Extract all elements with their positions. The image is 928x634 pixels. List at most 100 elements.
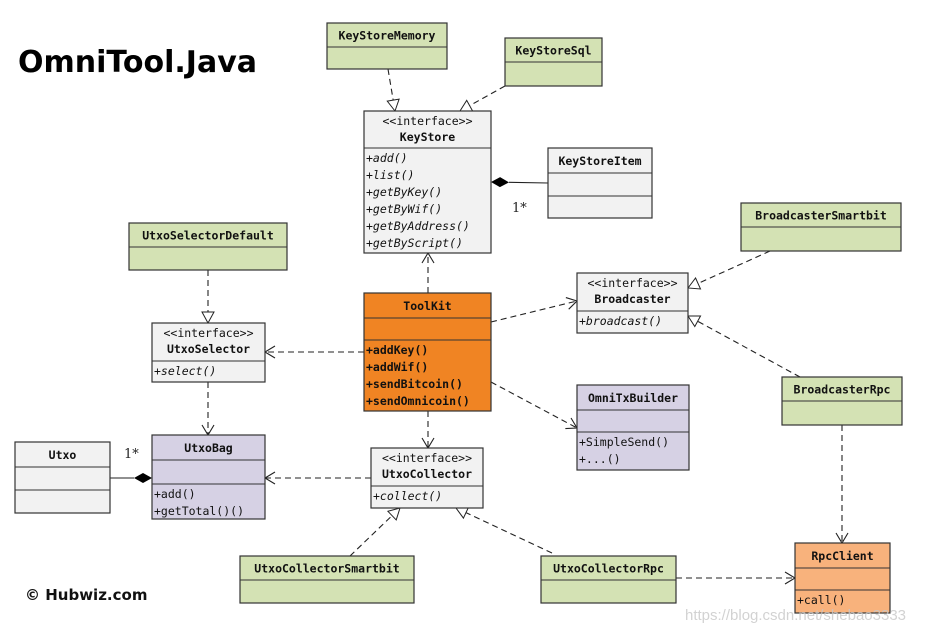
method: +getByKey() — [366, 185, 442, 199]
relation-line — [508, 181, 549, 184]
stereotype: <<interface>> — [382, 114, 472, 128]
class-omnitxbuilder[interactable]: OmniTxBuilder+SimpleSend()+...() — [576, 384, 690, 471]
relation-line — [465, 512, 553, 554]
relation-utxoselector-utxobag — [201, 382, 215, 437]
hollow-triangle-icon — [459, 99, 474, 112]
class-keystore[interactable]: <<interface>> KeyStore +add() +list() +getBy… — [363, 110, 492, 254]
class-box — [14, 441, 111, 514]
class-name: UtxoSelectorDefault — [142, 229, 274, 243]
method: +SimpleSend() — [579, 435, 669, 449]
class-utxocollectorsmartbit[interactable]: UtxoCollectorSmartbit — [239, 555, 415, 604]
method: +getByScript() — [366, 236, 463, 250]
class-broadcastersmartbit[interactable]: BroadcasterSmartbit — [740, 202, 902, 252]
class-name: Utxo — [49, 448, 77, 462]
class-utxoselectordefault[interactable]: UtxoSelectorDefault — [128, 222, 288, 271]
class-utxoselector[interactable]: <<interface>>UtxoSelector+select() — [151, 322, 266, 383]
relation-toolkit-keystore — [421, 251, 435, 293]
class-box — [363, 292, 492, 412]
hollow-triangle-icon — [201, 311, 215, 325]
diamond-icon — [491, 177, 509, 188]
class-keystoreitem[interactable]: KeyStoreItem — [547, 147, 653, 219]
relation-line — [387, 68, 394, 101]
method: +select() — [154, 364, 216, 378]
method: +add() — [154, 487, 196, 501]
class-box — [794, 542, 891, 614]
relation-line — [490, 381, 578, 429]
relation-utxocollectorrpc-utxocollector — [455, 506, 553, 554]
method: +getTotal()() — [154, 504, 244, 518]
method: +addKey() — [366, 343, 428, 357]
hollow-triangle-icon — [386, 98, 400, 113]
stereotype: <<interface>> — [163, 326, 253, 340]
multiplicity: 1* — [124, 447, 139, 462]
class-name: ToolKit — [403, 299, 452, 313]
relation-line — [697, 320, 801, 378]
class-name: Broadcaster — [594, 292, 670, 306]
relation-toolkit-utxoselector — [263, 345, 364, 359]
relation-line — [349, 515, 393, 557]
watermark: https://blog.csdn.net/shebao3333 — [685, 607, 906, 624]
class-name: UtxoBag — [184, 441, 233, 455]
class-name: UtxoCollectorSmartbit — [254, 562, 399, 576]
class-box — [151, 434, 266, 520]
method: +sendBitcoin() — [366, 377, 463, 391]
class-box — [151, 322, 266, 383]
class-keystoresql[interactable]: KeyStoreSql — [504, 37, 603, 87]
class-name: KeyStoreSql — [515, 44, 591, 58]
method: +addWif() — [366, 360, 428, 374]
class-broadcasterrpc[interactable]: BroadcasterRpc — [781, 376, 903, 426]
class-utxocollectorrpc[interactable]: UtxoCollectorRpc — [540, 555, 677, 604]
multiplicity: 1* — [512, 201, 527, 216]
relation-keystorememory-keystore — [386, 68, 400, 113]
class-name: UtxoCollector — [382, 467, 472, 481]
method: +sendOmnicoin() — [366, 394, 470, 408]
class-toolkit[interactable]: ToolKit +addKey() +addWif() +sendBitcoin() +… — [363, 292, 492, 412]
hollow-triangle-icon — [386, 507, 401, 521]
open-arrow-icon — [565, 297, 579, 310]
hollow-triangle-icon — [687, 315, 702, 328]
class-rpcclient[interactable]: RpcClient+call() — [794, 542, 891, 614]
relation-utxoselectordefault-utxoselector — [201, 270, 215, 325]
class-box — [547, 147, 653, 219]
class-box — [363, 110, 492, 254]
diamond-icon — [134, 473, 152, 483]
method: +add() — [366, 151, 408, 165]
class-utxocollector[interactable]: <<interface>> UtxoCollector +collect() — [370, 447, 484, 509]
relation-utxocollectorrpc-rpcclient — [676, 571, 797, 585]
class-box — [326, 22, 448, 70]
method: +collect() — [373, 489, 442, 503]
relation-broadcastersmartbit-broadcaster — [687, 250, 771, 290]
relation-toolkit-omnitxbuilder — [490, 381, 578, 430]
class-keystorememory[interactable]: KeyStoreMemory — [326, 22, 448, 70]
relation-keystoresql-keystore — [459, 85, 506, 112]
class-box — [576, 272, 689, 334]
class-name: KeyStore — [400, 130, 455, 144]
stereotype: <<interface>> — [382, 451, 472, 465]
hollow-triangle-icon — [687, 277, 702, 290]
relation-toolkit-broadcaster — [490, 297, 579, 323]
diagram-title: OmniTool.Java — [18, 45, 257, 80]
class-name: RpcClient — [811, 549, 873, 563]
class-name: BroadcasterRpc — [794, 383, 891, 397]
class-utxobag[interactable]: UtxoBag +add() +getTotal()() — [151, 434, 266, 520]
stereotype: <<interface>> — [587, 276, 677, 290]
relation-line — [469, 85, 506, 107]
relation-broadcasterrpc-rpcclient — [835, 425, 849, 545]
copyright: © Hubwiz.com — [25, 586, 147, 604]
relation-line — [490, 300, 578, 323]
relation-toolkit-utxocollector — [421, 411, 435, 450]
class-box — [576, 384, 690, 471]
method: +list() — [366, 168, 414, 182]
method: +broadcast() — [579, 314, 662, 328]
class-name: KeyStoreMemory — [339, 29, 436, 43]
relation-utxocollectorsmartbit-utxocollector — [349, 507, 401, 557]
method: +getByAddress() — [366, 219, 470, 233]
relation-keystoreitem-keystore: 1* — [491, 177, 549, 216]
class-broadcaster[interactable]: <<interface>> Broadcaster +broadcast() — [576, 272, 689, 334]
class-utxo[interactable]: Utxo — [14, 441, 111, 514]
relation-utxo-utxobag: 1* — [110, 447, 152, 483]
relation-line — [697, 250, 771, 284]
class-name: BroadcasterSmartbit — [755, 209, 887, 223]
